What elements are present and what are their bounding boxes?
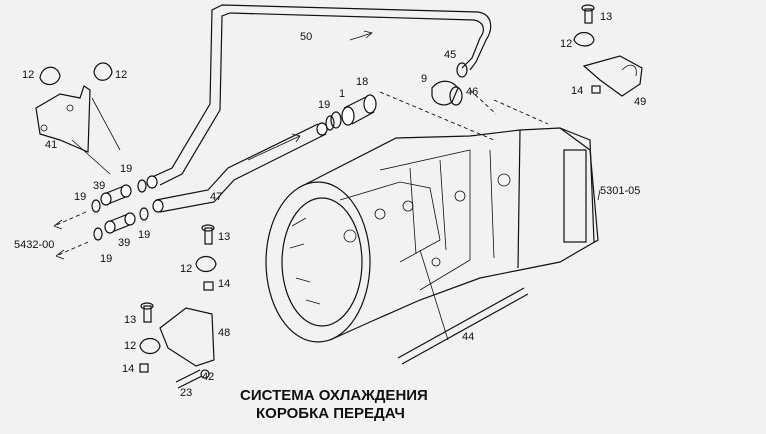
title-line-2: КОРОБКА ПЕРЕДАЧ <box>256 405 405 422</box>
callout-12d: 12 <box>180 263 192 275</box>
callout-23: 23 <box>180 387 192 399</box>
bolt-group-mid <box>195 224 217 291</box>
callout-5301-05: 5301-05 <box>600 185 640 197</box>
diagram-title: СИСТЕМА ОХЛАЖДЕНИЯ КОРОБКА ПЕРЕДАЧ <box>240 387 428 422</box>
pipe-50 <box>146 4 492 189</box>
callout-19b: 19 <box>120 163 132 175</box>
callout-41: 41 <box>45 139 57 151</box>
callout-12c: 12 <box>115 69 127 81</box>
callout-1: 1 <box>339 88 345 100</box>
callout-13a: 13 <box>600 11 612 23</box>
callout-9: 9 <box>421 73 427 85</box>
callout-18: 18 <box>356 76 368 88</box>
rod-44 <box>397 249 529 365</box>
callout-19a: 19 <box>318 99 330 111</box>
bracket-48 <box>139 302 215 389</box>
pipe-47 <box>152 30 373 213</box>
callout-14a: 14 <box>571 85 583 97</box>
bracket-49 <box>573 4 643 97</box>
hose-1 <box>325 94 377 131</box>
callout-46: 46 <box>466 86 478 98</box>
callout-14c: 14 <box>122 363 134 375</box>
pipe-stubs-left <box>53 179 149 260</box>
callout-14b: 14 <box>218 278 230 290</box>
callout-19d: 19 <box>138 229 150 241</box>
callout-39b: 39 <box>118 237 130 249</box>
title-line-1: СИСТЕМА ОХЛАЖДЕНИЯ <box>240 387 428 404</box>
callout-47: 47 <box>210 191 222 203</box>
callout-19e: 19 <box>100 253 112 265</box>
callout-5432-00: 5432-00 <box>14 239 54 251</box>
hose-9 <box>431 62 468 106</box>
callout-44: 44 <box>462 331 474 343</box>
callout-12a: 12 <box>560 38 572 50</box>
leader-lines <box>71 97 601 201</box>
bracket-41 <box>35 62 113 153</box>
callout-12e: 12 <box>124 340 136 352</box>
callout-13b: 13 <box>218 231 230 243</box>
callout-19c: 19 <box>74 191 86 203</box>
callout-45: 45 <box>444 49 456 61</box>
callout-49: 49 <box>634 96 646 108</box>
callout-13c: 13 <box>124 314 136 326</box>
part-labels: 13 12 14 49 50 45 46 9 18 19 1 12 12 41 … <box>14 11 646 399</box>
callout-39a: 39 <box>93 180 105 192</box>
callout-48: 48 <box>218 327 230 339</box>
callout-42: 42 <box>202 371 214 383</box>
callout-50: 50 <box>300 31 312 43</box>
callout-12b: 12 <box>22 69 34 81</box>
gearbox-housing <box>265 89 599 343</box>
